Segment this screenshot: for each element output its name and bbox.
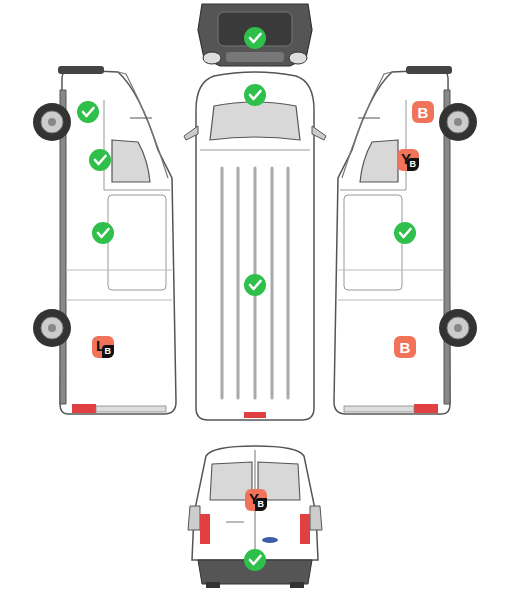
rear-view xyxy=(188,446,322,588)
badge-letter: B xyxy=(394,336,416,358)
badge-subscript: B xyxy=(255,498,268,511)
badge-subscript: B xyxy=(102,345,115,358)
badge-subscript: B xyxy=(407,158,420,171)
front-view xyxy=(198,4,312,66)
ok-checkmarks xyxy=(77,27,416,571)
damage-badge: YB xyxy=(245,489,267,511)
damage-badge: B xyxy=(412,101,434,123)
left-side-view xyxy=(33,66,176,414)
top-view xyxy=(184,72,326,420)
damage-badge: LB xyxy=(92,336,114,358)
damage-badge: YB xyxy=(397,149,419,171)
right-side-view xyxy=(334,66,477,414)
badge-letter: B xyxy=(412,101,434,123)
damage-badge: B xyxy=(394,336,416,358)
